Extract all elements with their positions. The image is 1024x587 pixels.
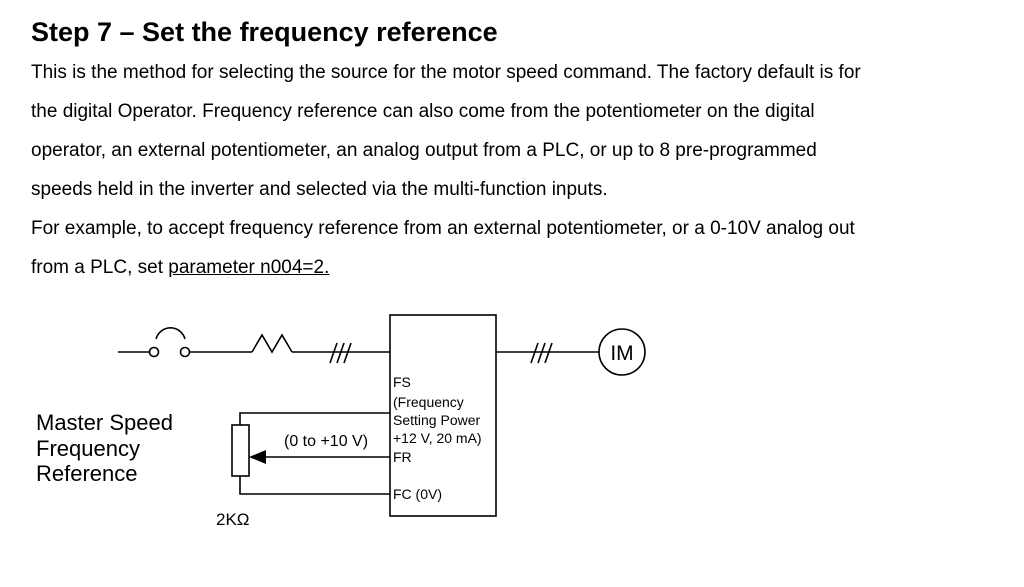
parameter-reference: parameter n004=2.	[168, 257, 330, 278]
terminal-fr: FR	[393, 449, 412, 465]
potentiometer-wiring	[231, 412, 390, 495]
motor-label: IM	[610, 342, 633, 365]
inverter-box	[389, 314, 497, 517]
terminal-fs-desc-1: (Frequency	[393, 394, 464, 410]
body-line-6: from a PLC, set parameter n004=2.	[31, 255, 329, 281]
signal-range-label: (0 to +10 V)	[284, 433, 368, 450]
three-phase-mark-input	[329, 342, 352, 364]
reactor-symbol	[251, 333, 293, 354]
switch-arc	[155, 327, 186, 340]
power-supply-wiring	[118, 314, 646, 517]
body-line-1: This is the method for selecting the sou…	[31, 62, 861, 83]
terminal-fs: FS	[393, 374, 411, 390]
caption-line-1: Master Speed	[36, 410, 173, 435]
page-title: Step 7 – Set the frequency reference	[31, 17, 498, 47]
terminal-fc: FC (0V)	[393, 486, 442, 502]
resistance-label: 2KΩ	[216, 510, 250, 529]
potentiometer-body	[231, 424, 250, 477]
body-line-2: the digital Operator. Frequency referenc…	[31, 101, 815, 122]
body-line-6-text: from a PLC, set	[31, 257, 169, 278]
terminal-fs-desc-2: Setting Power	[393, 412, 480, 428]
wiper-arrow	[249, 450, 266, 464]
terminal-fs-desc-3: +12 V, 20 mA)	[393, 430, 482, 446]
switch-contact-right	[179, 346, 191, 358]
body-line-3: operator, an external potentiometer, an …	[31, 140, 817, 161]
switch-contact-left	[148, 346, 160, 358]
body-line-5: For example, to accept frequency referen…	[31, 218, 855, 239]
caption-line-2: Frequency	[36, 436, 140, 461]
motor-symbol	[598, 328, 646, 376]
three-phase-mark-output	[530, 342, 553, 364]
body-line-4: speeds held in the inverter and selected…	[31, 179, 608, 200]
caption-line-3: Reference	[36, 461, 138, 486]
